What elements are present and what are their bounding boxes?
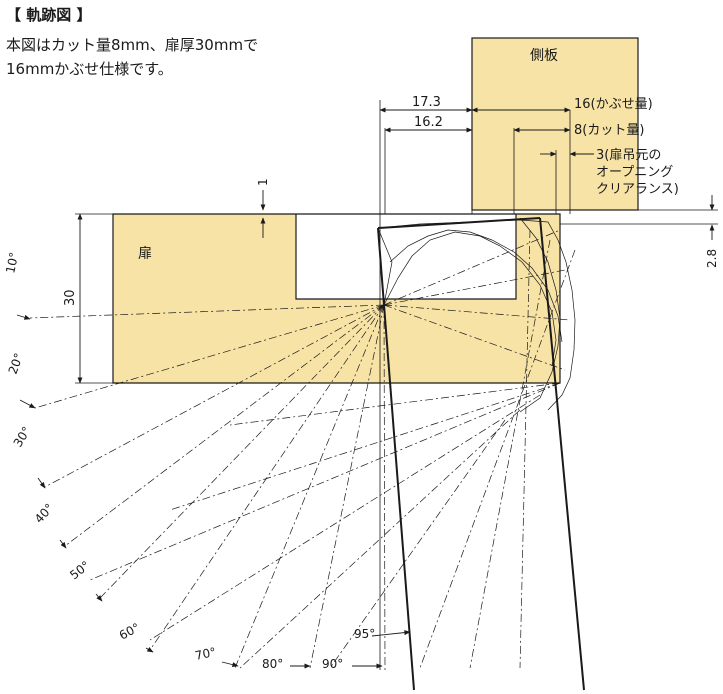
clearance-label-1: 3(扉吊元の bbox=[596, 147, 661, 163]
diagram-title: 【 軌跡図 】 bbox=[6, 6, 92, 24]
dim-17-3-label: 17.3 bbox=[412, 95, 441, 110]
trajectory-lines bbox=[29, 229, 576, 671]
angle-95-label: 95° bbox=[354, 627, 375, 641]
overlay-16-label: 16(かぶせ量) bbox=[574, 97, 653, 112]
door-panel bbox=[112, 213, 561, 384]
angle-70-label: 70° bbox=[194, 645, 218, 663]
open-door-outline bbox=[377, 217, 585, 691]
cut-8-label: 8(カット量) bbox=[574, 123, 644, 138]
angle-60-label: 60° bbox=[117, 620, 142, 642]
angle-90-label: 90° bbox=[322, 657, 343, 671]
angle-10-label: 10° bbox=[3, 251, 21, 275]
dimension-arrows bbox=[16, 107, 715, 669]
angle-20-label: 20° bbox=[6, 351, 26, 376]
description-line-1: 本図はカット量8mm、扉厚30mmで bbox=[6, 36, 259, 54]
gap-2-8-label: 2.8 bbox=[705, 249, 719, 268]
gap-1-label: 1 bbox=[256, 178, 270, 186]
thickness-30-label: 30 bbox=[63, 289, 78, 306]
description-line-2: 16mmかぶせ仕様です。 bbox=[6, 60, 173, 78]
extension-lines bbox=[75, 100, 718, 670]
door-label: 扉 bbox=[138, 246, 152, 262]
dim-16-2-label: 16.2 bbox=[414, 115, 443, 130]
clearance-label-3: クリアランス) bbox=[596, 182, 679, 197]
angle-40-label: 40° bbox=[32, 501, 57, 526]
diagram-description: 本図はカット量8mm、扉厚30mmで 16mmかぶせ仕様です。 bbox=[6, 33, 336, 81]
side-panel-label: 側板 bbox=[530, 48, 558, 64]
angle-80-label: 80° bbox=[262, 657, 283, 671]
side-panel bbox=[471, 37, 639, 211]
clearance-label-2: オープニング bbox=[596, 165, 673, 180]
angle-30-label: 30° bbox=[11, 424, 34, 449]
angle-50-label: 50° bbox=[67, 558, 92, 582]
